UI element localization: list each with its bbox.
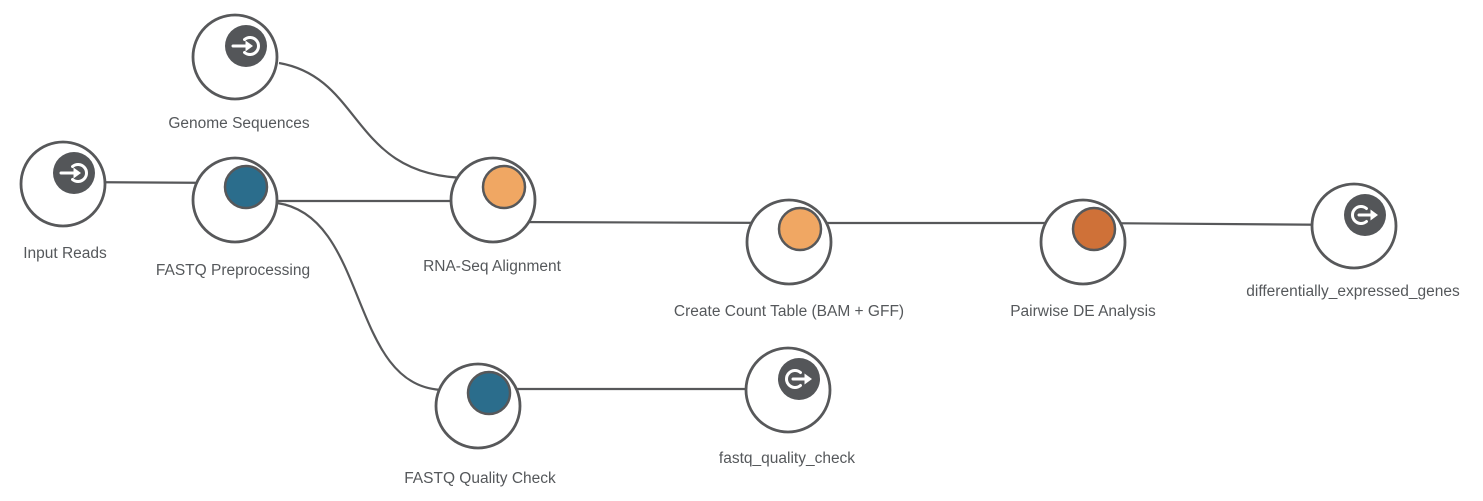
- node-label-fastq-quality-check-output: fastq_quality_check: [719, 450, 855, 467]
- node-create-count-table[interactable]: [745, 198, 833, 286]
- icon-arrow-head: [804, 373, 812, 385]
- node-fastq-preprocessing[interactable]: [191, 156, 279, 244]
- node-input-reads[interactable]: [19, 140, 107, 228]
- status-dot: [466, 370, 512, 416]
- icon-arc: [243, 36, 260, 56]
- icon-arc: [785, 369, 802, 389]
- sign-in-icon: [225, 25, 267, 67]
- icon-arrow-head: [73, 167, 81, 179]
- icon-arrow-head: [245, 40, 253, 52]
- status-dot: [1071, 206, 1117, 252]
- node-pairwise-de-analysis[interactable]: [1039, 198, 1127, 286]
- node-label-create-count-table: Create Count Table (BAM + GFF): [674, 303, 904, 320]
- node-label-differentially-expressed-genes: differentially_expressed_genes: [1246, 283, 1460, 300]
- node-label-genome-sequences: Genome Sequences: [168, 115, 310, 132]
- node-label-input-reads: Input Reads: [23, 245, 107, 262]
- node-fastq-quality-check-output[interactable]: [744, 346, 832, 434]
- edge-genome-sequences-to-rna-seq-alignment[interactable]: [278, 61, 471, 180]
- node-label-rna-seq-alignment: RNA-Seq Alignment: [423, 258, 562, 275]
- node-differentially-expressed-genes[interactable]: [1310, 182, 1398, 270]
- icon-arc: [71, 163, 88, 183]
- node-fastq-quality-check[interactable]: [434, 362, 522, 450]
- node-rna-seq-alignment[interactable]: [449, 156, 537, 244]
- node-label-pairwise-de-analysis: Pairwise DE Analysis: [1010, 303, 1156, 320]
- edge-pairwise-de-analysis-to-differentially-expressed-genes[interactable]: [1082, 221, 1355, 227]
- status-dot: [481, 164, 527, 210]
- icon-arrow-head: [1370, 209, 1378, 221]
- icon-arc: [1351, 205, 1368, 225]
- node-label-fastq-preprocessing: FASTQ Preprocessing: [156, 262, 310, 279]
- status-dot: [223, 164, 269, 210]
- sign-out-icon: [1344, 194, 1386, 236]
- node-label-fastq-quality-check: FASTQ Quality Check: [404, 470, 556, 487]
- status-dot: [777, 206, 823, 252]
- nodes-layer: Genome Sequences Input Reads FASTQ Prepr…: [19, 13, 1460, 487]
- sign-in-icon: [53, 152, 95, 194]
- edge-fastq-preprocessing-to-fastq-quality-check[interactable]: [276, 201, 446, 392]
- node-genome-sequences[interactable]: [191, 13, 279, 101]
- sign-out-icon: [778, 358, 820, 400]
